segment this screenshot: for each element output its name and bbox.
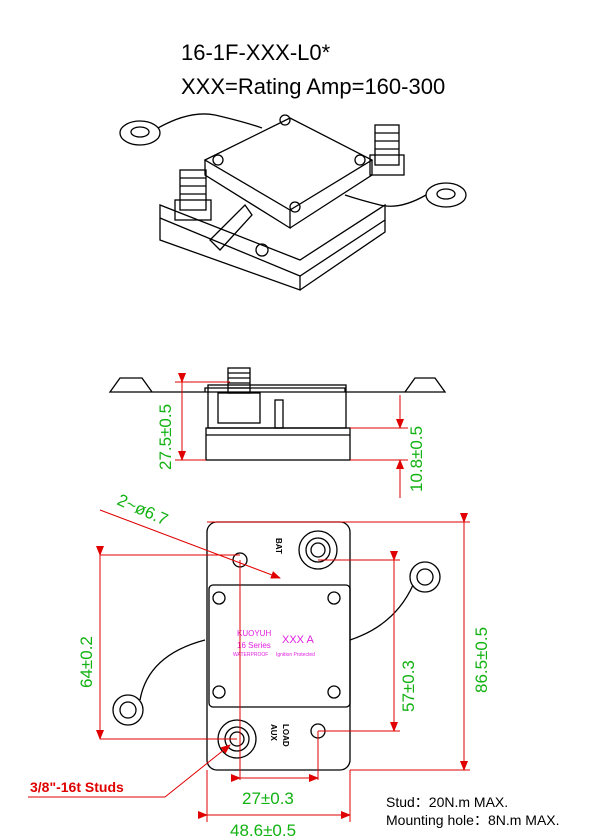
left-lug (119, 120, 161, 146)
stud-spacing-v-dim: 57±0.3 (399, 660, 418, 712)
height-total-dim: 27.5±0.5 (156, 404, 175, 470)
right-stud (374, 124, 400, 166)
bat-stud (298, 530, 338, 570)
load-label: LOAD (281, 724, 290, 747)
plan-cover (208, 584, 351, 708)
bat-label: BAT (274, 538, 283, 554)
part-number-title: 16-1F-XXX-L0* (181, 40, 331, 65)
isometric-view (119, 113, 467, 291)
ignition-marking: Ignition Protected (276, 652, 315, 658)
trip-lever (209, 203, 253, 251)
stud-torque-note: Stud：20N.m MAX. (386, 794, 509, 810)
side-view: 27.5±0.5 10.8±0.5 (108, 367, 447, 498)
plan-view: BAT AUX LOAD KUOYUH 16 Series XXX A WATE… (28, 490, 491, 838)
aux-label: AUX (269, 724, 278, 742)
length-dim: 86.5±0.5 (472, 627, 491, 693)
side-lower-body (205, 427, 351, 461)
side-stud (227, 367, 251, 394)
rating-marking: XXX A (282, 634, 314, 646)
brand-marking: KUOYUH (237, 629, 271, 638)
right-wire (344, 194, 427, 207)
right-lug (425, 182, 467, 208)
side-lever (274, 399, 284, 429)
hole-spacing-dim: 64±0.2 (77, 636, 96, 688)
series-marking: 16 Series (237, 641, 271, 650)
mount-torque-note: Mounting hole：8N.m MAX. (386, 812, 560, 828)
stud-spacing-h-dim: 27±0.3 (242, 789, 294, 808)
left-stud (179, 169, 207, 211)
left-plan-lug (112, 694, 144, 726)
width-dim: 48.6±0.5 (230, 821, 296, 838)
side-flange (108, 377, 447, 393)
rating-title: XXX=Rating Amp=160-300 (181, 74, 446, 99)
left-wire (157, 113, 263, 129)
studs-label: 3/8"-16t Studs (30, 779, 124, 795)
base-plate (159, 203, 386, 277)
right-plan-lug (409, 561, 441, 593)
waterproof-marking: WATERPROOF (233, 652, 268, 658)
height-base-dim: 10.8±0.5 (407, 426, 426, 492)
mount-hole-dim: 2~ø6.7 (114, 490, 171, 529)
